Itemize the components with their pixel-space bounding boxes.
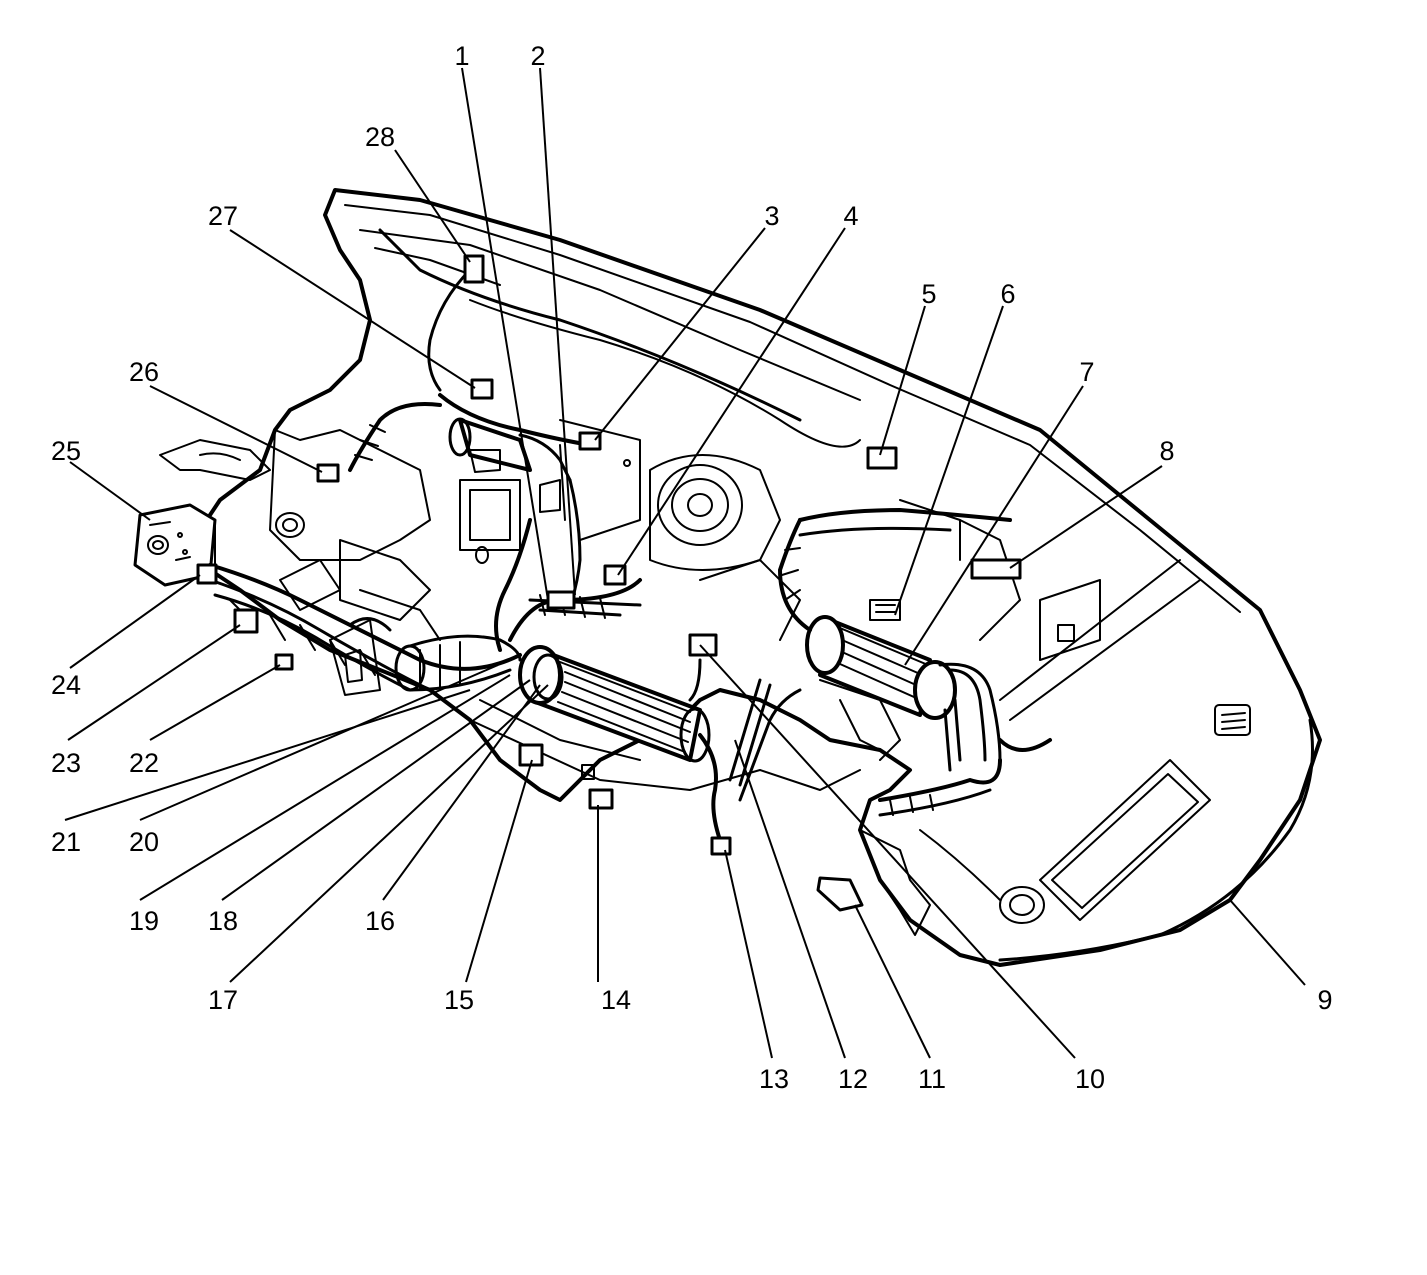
callout-3: 3	[764, 201, 779, 231]
callout-11: 11	[918, 1064, 946, 1094]
harness-conduit-right	[728, 508, 1052, 817]
connector-11	[816, 876, 864, 912]
leader-lines	[64, 67, 1306, 1059]
callout-28: 28	[365, 122, 395, 152]
callout-24: 24	[51, 670, 81, 700]
callout-26: 26	[129, 357, 159, 387]
callout-19: 19	[129, 906, 159, 936]
callout-22: 22	[129, 748, 159, 778]
harness-conduit-center	[494, 518, 722, 842]
callout-5: 5	[921, 279, 936, 309]
connector-27	[470, 378, 494, 400]
connector-14	[588, 788, 614, 810]
harness-upper-branches	[348, 268, 592, 602]
callout-2: 2	[530, 41, 545, 71]
callout-23: 23	[51, 748, 81, 778]
callout-10: 10	[1075, 1064, 1105, 1094]
callout-18: 18	[208, 906, 238, 936]
callout-8: 8	[1159, 436, 1174, 466]
callout-17: 17	[208, 985, 238, 1015]
callout-27: 27	[208, 201, 238, 231]
callout-1: 1	[454, 41, 469, 71]
connector-23	[233, 608, 259, 634]
connector-28	[463, 254, 485, 284]
callout-7: 7	[1079, 357, 1094, 387]
callout-labels: 1 2 3 4 5 6 7 8 9 10 11 12 13 14 15 16 1…	[51, 41, 1333, 1094]
instrument-panel-outline	[198, 188, 1322, 967]
connector-24	[196, 563, 218, 585]
callout-12: 12	[838, 1064, 868, 1094]
callout-4: 4	[843, 201, 858, 231]
connector-3	[578, 431, 602, 451]
connector-10	[688, 633, 718, 657]
connector-26	[316, 463, 340, 483]
callout-16: 16	[365, 906, 395, 936]
callout-9: 9	[1317, 985, 1332, 1015]
callout-25: 25	[51, 436, 81, 466]
connector-13	[710, 836, 732, 856]
callout-15: 15	[444, 985, 474, 1015]
panel-internal-structure	[159, 419, 1021, 791]
connector-8	[970, 558, 1022, 580]
callout-13: 13	[759, 1064, 789, 1094]
callout-20: 20	[129, 827, 159, 857]
connector-1-2	[546, 590, 576, 610]
callout-14: 14	[601, 985, 631, 1015]
callout-6: 6	[1000, 279, 1015, 309]
callout-21: 21	[51, 827, 81, 857]
